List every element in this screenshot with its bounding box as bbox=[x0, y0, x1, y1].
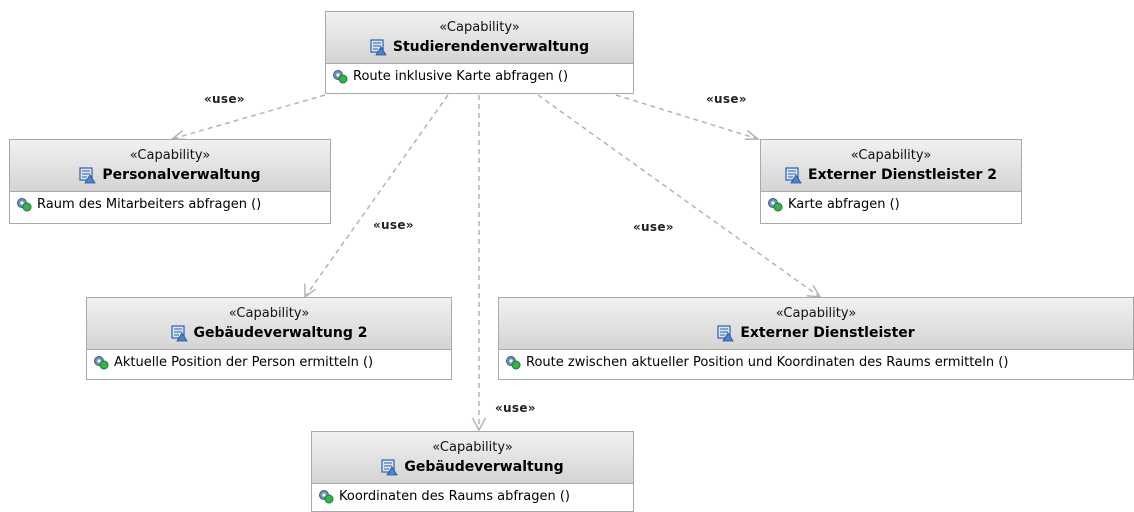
capability-icon bbox=[370, 38, 387, 55]
stereotype-label: «Capability» bbox=[439, 20, 520, 35]
capability-studierendenverwaltung[interactable]: «Capability» Studierendenverwaltung Rout… bbox=[325, 11, 634, 94]
use-label-externer-dienstleister-2: «use» bbox=[706, 92, 747, 106]
node-header: «Capability» Gebäudeverwaltung bbox=[312, 432, 633, 484]
operation-label: Raum des Mitarbeiters abfragen () bbox=[37, 196, 262, 212]
capability-name: Externer Dienstleister 2 bbox=[808, 167, 997, 183]
operation-gear-icon bbox=[319, 490, 334, 504]
operation-gear-icon bbox=[17, 198, 32, 212]
arrowhead-personalverwaltung bbox=[169, 130, 186, 141]
capability-icon bbox=[170, 324, 188, 341]
capability-icon bbox=[717, 324, 735, 341]
capability-name: Personalverwaltung bbox=[102, 167, 261, 183]
operation-label: Karte abfragen () bbox=[788, 196, 900, 212]
capability-icon bbox=[79, 166, 97, 183]
arrowhead-gebaeudeverwaltung bbox=[471, 417, 487, 432]
node-header: «Capability» Gebäudeverwaltung 2 bbox=[87, 298, 451, 350]
use-label-externer-dienstleister: «use» bbox=[633, 220, 674, 234]
operation-label: Route zwischen aktueller Position und Ko… bbox=[526, 354, 1009, 370]
operation-label: Route inklusive Karte abfragen () bbox=[353, 68, 569, 84]
use-label-personalverwaltung: «use» bbox=[204, 92, 245, 106]
node-header: «Capability» Studierendenverwaltung bbox=[326, 12, 633, 64]
operation-label: Koordinaten des Raums abfragen () bbox=[339, 488, 570, 504]
capability-externer-dienstleister-2[interactable]: «Capability» Externer Dienstleister 2 Ka… bbox=[760, 139, 1022, 224]
capability-personalverwaltung[interactable]: «Capability» Personalverwaltung Raum des… bbox=[9, 139, 331, 224]
capability-externer-dienstleister[interactable]: «Capability» Externer Dienstleister Rout… bbox=[498, 297, 1134, 380]
node-header: «Capability» Externer Dienstleister bbox=[499, 298, 1133, 350]
operation-row[interactable]: Aktuelle Position der Person ermitteln (… bbox=[87, 350, 451, 374]
operation-label: Aktuelle Position der Person ermitteln (… bbox=[114, 354, 374, 370]
edge-to-externer-dienstleister-2 bbox=[615, 94, 759, 140]
capability-gebaeudeverwaltung[interactable]: «Capability» Gebäudeverwaltung Koordinat… bbox=[311, 431, 634, 512]
edge-to-personalverwaltung bbox=[171, 94, 326, 140]
stereotype-label: «Capability» bbox=[432, 440, 513, 455]
capability-name: Studierendenverwaltung bbox=[392, 39, 590, 55]
capability-icon bbox=[381, 458, 399, 475]
operation-row[interactable]: Route zwischen aktueller Position und Ko… bbox=[499, 350, 1133, 374]
arrowhead-gebaeudeverwaltung-2 bbox=[304, 283, 316, 299]
stereotype-label: «Capability» bbox=[129, 148, 211, 163]
operation-gear-icon bbox=[768, 198, 783, 212]
use-label-gebaeudeverwaltung-2: «use» bbox=[373, 218, 414, 232]
operation-row[interactable]: Karte abfragen () bbox=[761, 192, 1021, 216]
capability-gebaeudeverwaltung-2[interactable]: «Capability» Gebäudeverwaltung 2 Aktuell… bbox=[86, 297, 452, 380]
edge-to-externer-dienstleister bbox=[537, 94, 821, 298]
operation-gear-icon bbox=[333, 70, 348, 84]
capability-name: Gebäudeverwaltung 2 bbox=[193, 325, 368, 341]
capability-icon bbox=[785, 166, 802, 183]
capability-name: Gebäudeverwaltung bbox=[404, 459, 564, 475]
operation-gear-icon bbox=[506, 356, 521, 370]
node-header: «Capability» Externer Dienstleister 2 bbox=[761, 140, 1021, 192]
stereotype-label: «Capability» bbox=[850, 148, 932, 163]
operation-gear-icon bbox=[94, 356, 109, 370]
capability-name: Externer Dienstleister bbox=[740, 325, 915, 341]
operation-row[interactable]: Koordinaten des Raums abfragen () bbox=[312, 484, 633, 508]
operation-row[interactable]: Raum des Mitarbeiters abfragen () bbox=[10, 192, 330, 216]
node-header: «Capability» Personalverwaltung bbox=[10, 140, 330, 192]
arrowhead-externer-dienstleister-2 bbox=[744, 130, 761, 141]
stereotype-label: «Capability» bbox=[775, 306, 857, 321]
stereotype-label: «Capability» bbox=[228, 306, 310, 321]
use-label-gebaeudeverwaltung: «use» bbox=[495, 401, 536, 415]
operation-row[interactable]: Route inklusive Karte abfragen () bbox=[326, 64, 633, 88]
